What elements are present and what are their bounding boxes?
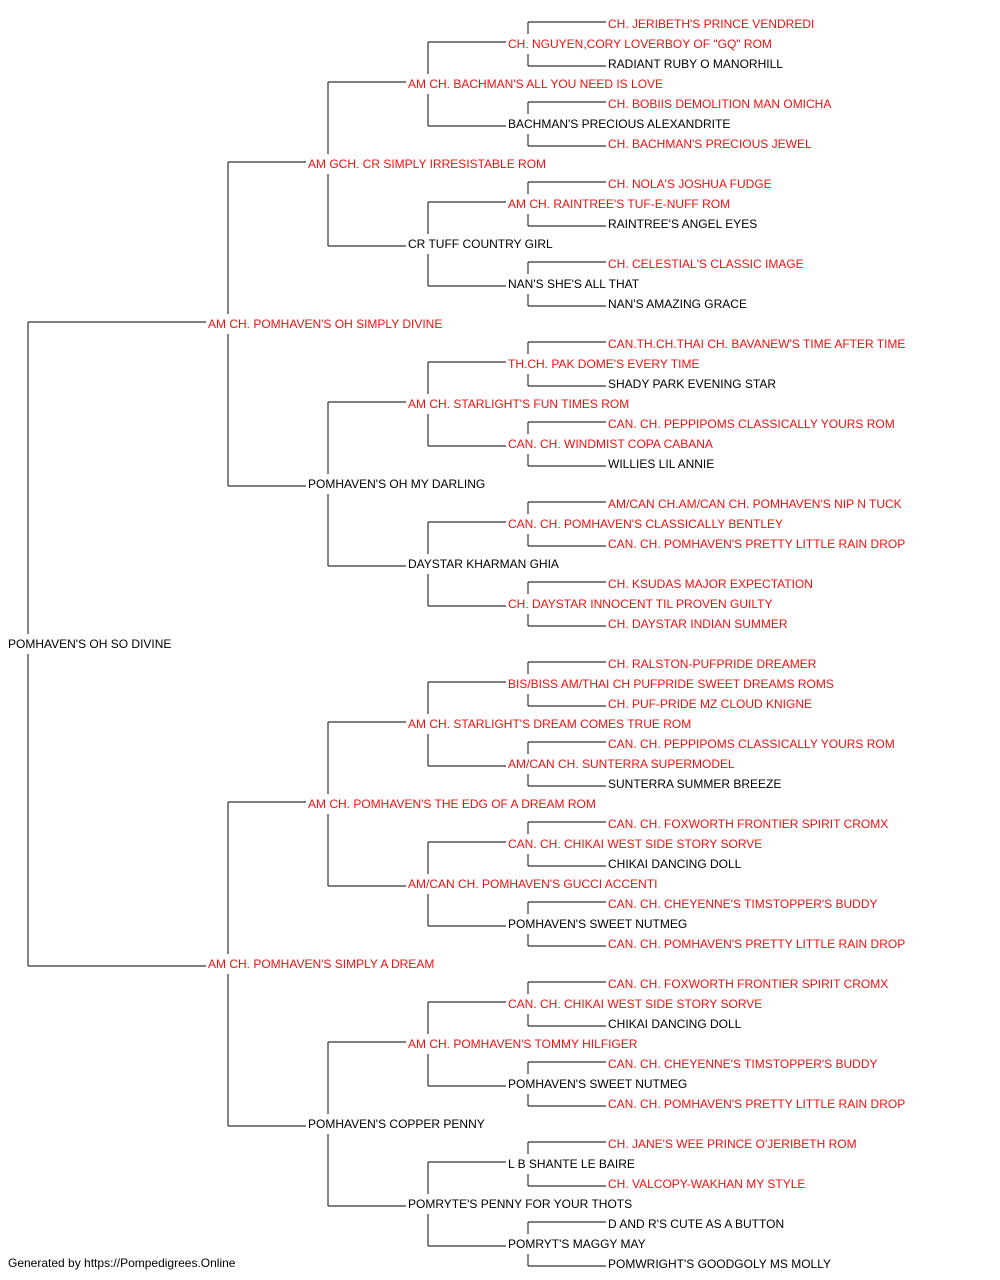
dog-name: POMRYT'S MAGGY MAY — [508, 1237, 646, 1251]
dog-name: CH. BACHMAN'S PRECIOUS JEWEL — [608, 137, 812, 151]
dog-name: AM CH. POMHAVEN'S TOMMY HILFIGER — [408, 1037, 638, 1051]
dog-name: CAN.TH.CH.THAI CH. BAVANEW'S TIME AFTER … — [608, 337, 905, 351]
dog-name: CH. VALCOPY-WAKHAN MY STYLE — [608, 1177, 805, 1191]
dog-name: CAN. CH. CHEYENNE'S TIMSTOPPER'S BUDDY — [608, 1057, 878, 1071]
dog-name: CH. CELESTIAL'S CLASSIC IMAGE — [608, 257, 804, 271]
dog-name: SUNTERRA SUMMER BREEZE — [608, 777, 781, 791]
dog-name: DAYSTAR KHARMAN GHIA — [408, 557, 559, 571]
dog-name: CAN. CH. FOXWORTH FRONTIER SPIRIT CROMX — [608, 817, 888, 831]
dog-name: POMWRIGHT'S GOODGOLY MS MOLLY — [608, 1257, 831, 1271]
dog-name: POMHAVEN'S SWEET NUTMEG — [508, 917, 687, 931]
dog-name: CAN. CH. POMHAVEN'S PRETTY LITTLE RAIN D… — [608, 537, 905, 551]
dog-name: AM/CAN CH.AM/CAN CH. POMHAVEN'S NIP N TU… — [608, 497, 902, 511]
dog-name: RADIANT RUBY O MANORHILL — [608, 57, 783, 71]
dog-name: NAN'S AMAZING GRACE — [608, 297, 747, 311]
dog-name: CH. DAYSTAR INNOCENT TIL PROVEN GUILTY — [508, 597, 773, 611]
dog-name: CAN. CH. POMHAVEN'S CLASSICALLY BENTLEY — [508, 517, 783, 531]
dog-name: BIS/BISS AM/THAI CH PUFPRIDE SWEET DREAM… — [508, 677, 834, 691]
dog-name: L B SHANTE LE BAIRE — [508, 1157, 635, 1171]
dog-name: RAINTREE'S ANGEL EYES — [608, 217, 757, 231]
dog-name: CH. JANE'S WEE PRINCE O'JERIBETH ROM — [608, 1137, 857, 1151]
dog-name: CAN. CH. PEPPIPOMS CLASSICALLY YOURS ROM — [608, 737, 895, 751]
dog-name: AM/CAN CH. SUNTERRA SUPERMODEL — [508, 757, 735, 771]
dog-name: CAN. CH. FOXWORTH FRONTIER SPIRIT CROMX — [608, 977, 888, 991]
generated-by-footer: Generated by https://Pompedigrees.Online — [8, 1256, 236, 1270]
dog-name: NAN'S SHE'S ALL THAT — [508, 277, 640, 291]
dog-name: CAN. CH. CHEYENNE'S TIMSTOPPER'S BUDDY — [608, 897, 878, 911]
dog-name: CH. PUF-PRIDE MZ CLOUD KNIGNE — [608, 697, 812, 711]
dog-name: CH. NOLA'S JOSHUA FUDGE — [608, 177, 772, 191]
dog-name: AM/CAN CH. POMHAVEN'S GUCCI ACCENTI — [408, 877, 657, 891]
dog-name: CAN. CH. CHIKAI WEST SIDE STORY SORVE — [508, 837, 762, 851]
dog-name: CH. BOBIIS DEMOLITION MAN OMICHA — [608, 97, 831, 111]
dog-name: CH. JERIBETH'S PRINCE VENDREDI — [608, 17, 814, 31]
dog-name: CH. DAYSTAR INDIAN SUMMER — [608, 617, 788, 631]
dog-name: POMHAVEN'S COPPER PENNY — [308, 1117, 485, 1131]
dog-name: AM CH. RAINTREE'S TUF-E-NUFF ROM — [508, 197, 730, 211]
dog-name: CAN. CH. CHIKAI WEST SIDE STORY SORVE — [508, 997, 762, 1011]
dog-name: POMHAVEN'S OH SO DIVINE — [8, 637, 171, 651]
dog-name: TH.CH. PAK DOME'S EVERY TIME — [508, 357, 699, 371]
dog-name: AM CH. POMHAVEN'S SIMPLY A DREAM — [208, 957, 434, 971]
dog-name: AM CH. POMHAVEN'S OH SIMPLY DIVINE — [208, 317, 442, 331]
dog-name: CH. NGUYEN,CORY LOVERBOY OF "GQ" ROM — [508, 37, 772, 51]
dog-name: BACHMAN'S PRECIOUS ALEXANDRITE — [508, 117, 730, 131]
dog-name: CR TUFF COUNTRY GIRL — [408, 237, 553, 251]
dog-name: CH. KSUDAS MAJOR EXPECTATION — [608, 577, 813, 591]
dog-name: CAN. CH. WINDMIST COPA CABANA — [508, 437, 713, 451]
dog-name: CAN. CH. PEPPIPOMS CLASSICALLY YOURS ROM — [608, 417, 895, 431]
dog-name: SHADY PARK EVENING STAR — [608, 377, 776, 391]
dog-name: POMHAVEN'S SWEET NUTMEG — [508, 1077, 687, 1091]
dog-name: CAN. CH. POMHAVEN'S PRETTY LITTLE RAIN D… — [608, 1097, 905, 1111]
dog-name: AM CH. STARLIGHT'S FUN TIMES ROM — [408, 397, 629, 411]
dog-name: POMRYTE'S PENNY FOR YOUR THOTS — [408, 1197, 632, 1211]
dog-name: POMHAVEN'S OH MY DARLING — [308, 477, 485, 491]
dog-name: WILLIES LIL ANNIE — [608, 457, 714, 471]
dog-name: CH. RALSTON-PUFPRIDE DREAMER — [608, 657, 817, 671]
dog-name: CHIKAI DANCING DOLL — [608, 1017, 742, 1031]
dog-name: AM CH. BACHMAN'S ALL YOU NEED IS LOVE — [408, 77, 663, 91]
dog-name: AM CH. POMHAVEN'S THE EDG OF A DREAM ROM — [308, 797, 596, 811]
dog-name: D AND R'S CUTE AS A BUTTON — [608, 1217, 784, 1231]
dog-name: CHIKAI DANCING DOLL — [608, 857, 742, 871]
dog-name: CAN. CH. POMHAVEN'S PRETTY LITTLE RAIN D… — [608, 937, 905, 951]
dog-name: AM CH. STARLIGHT'S DREAM COMES TRUE ROM — [408, 717, 691, 731]
dog-name: AM GCH. CR SIMPLY IRRESISTABLE ROM — [308, 157, 546, 171]
